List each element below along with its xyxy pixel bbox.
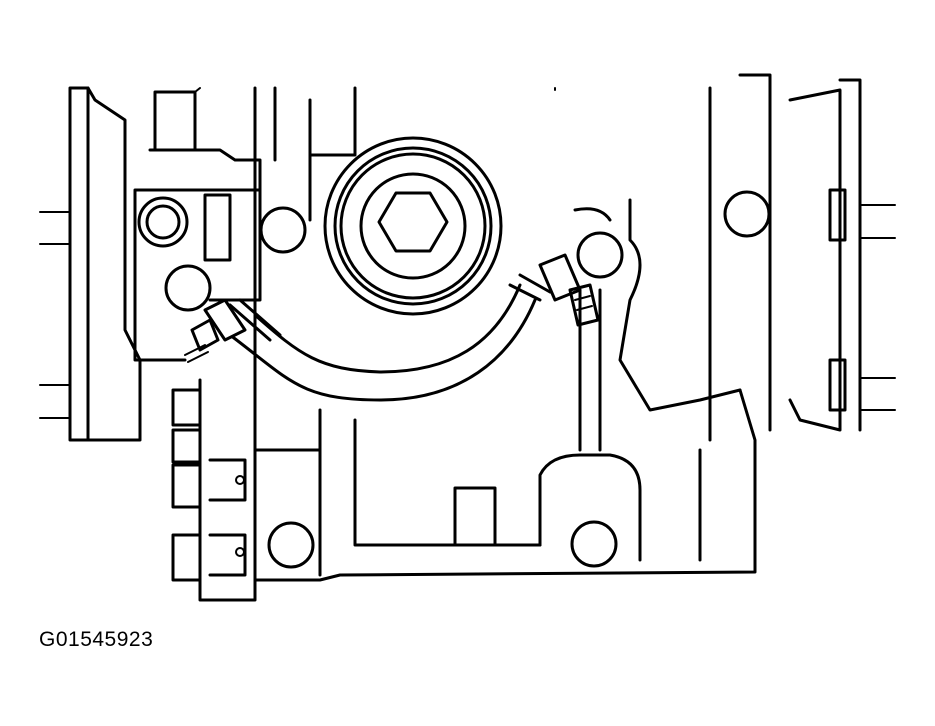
right-casting [618,73,896,442]
right-hose-clamp-icon [538,253,600,327]
hex-bolt-icon [377,191,449,253]
figure-code: G01545923 [39,628,154,651]
pulley [323,136,503,316]
left-bracket [133,86,357,582]
bolt-stack [171,388,202,582]
lower-housing [198,378,757,602]
right-stud [573,207,624,452]
left-hose-clamp-icon [184,298,247,363]
top-edge [194,87,556,93]
coolant-hose [228,273,552,402]
left-casting [39,86,142,442]
